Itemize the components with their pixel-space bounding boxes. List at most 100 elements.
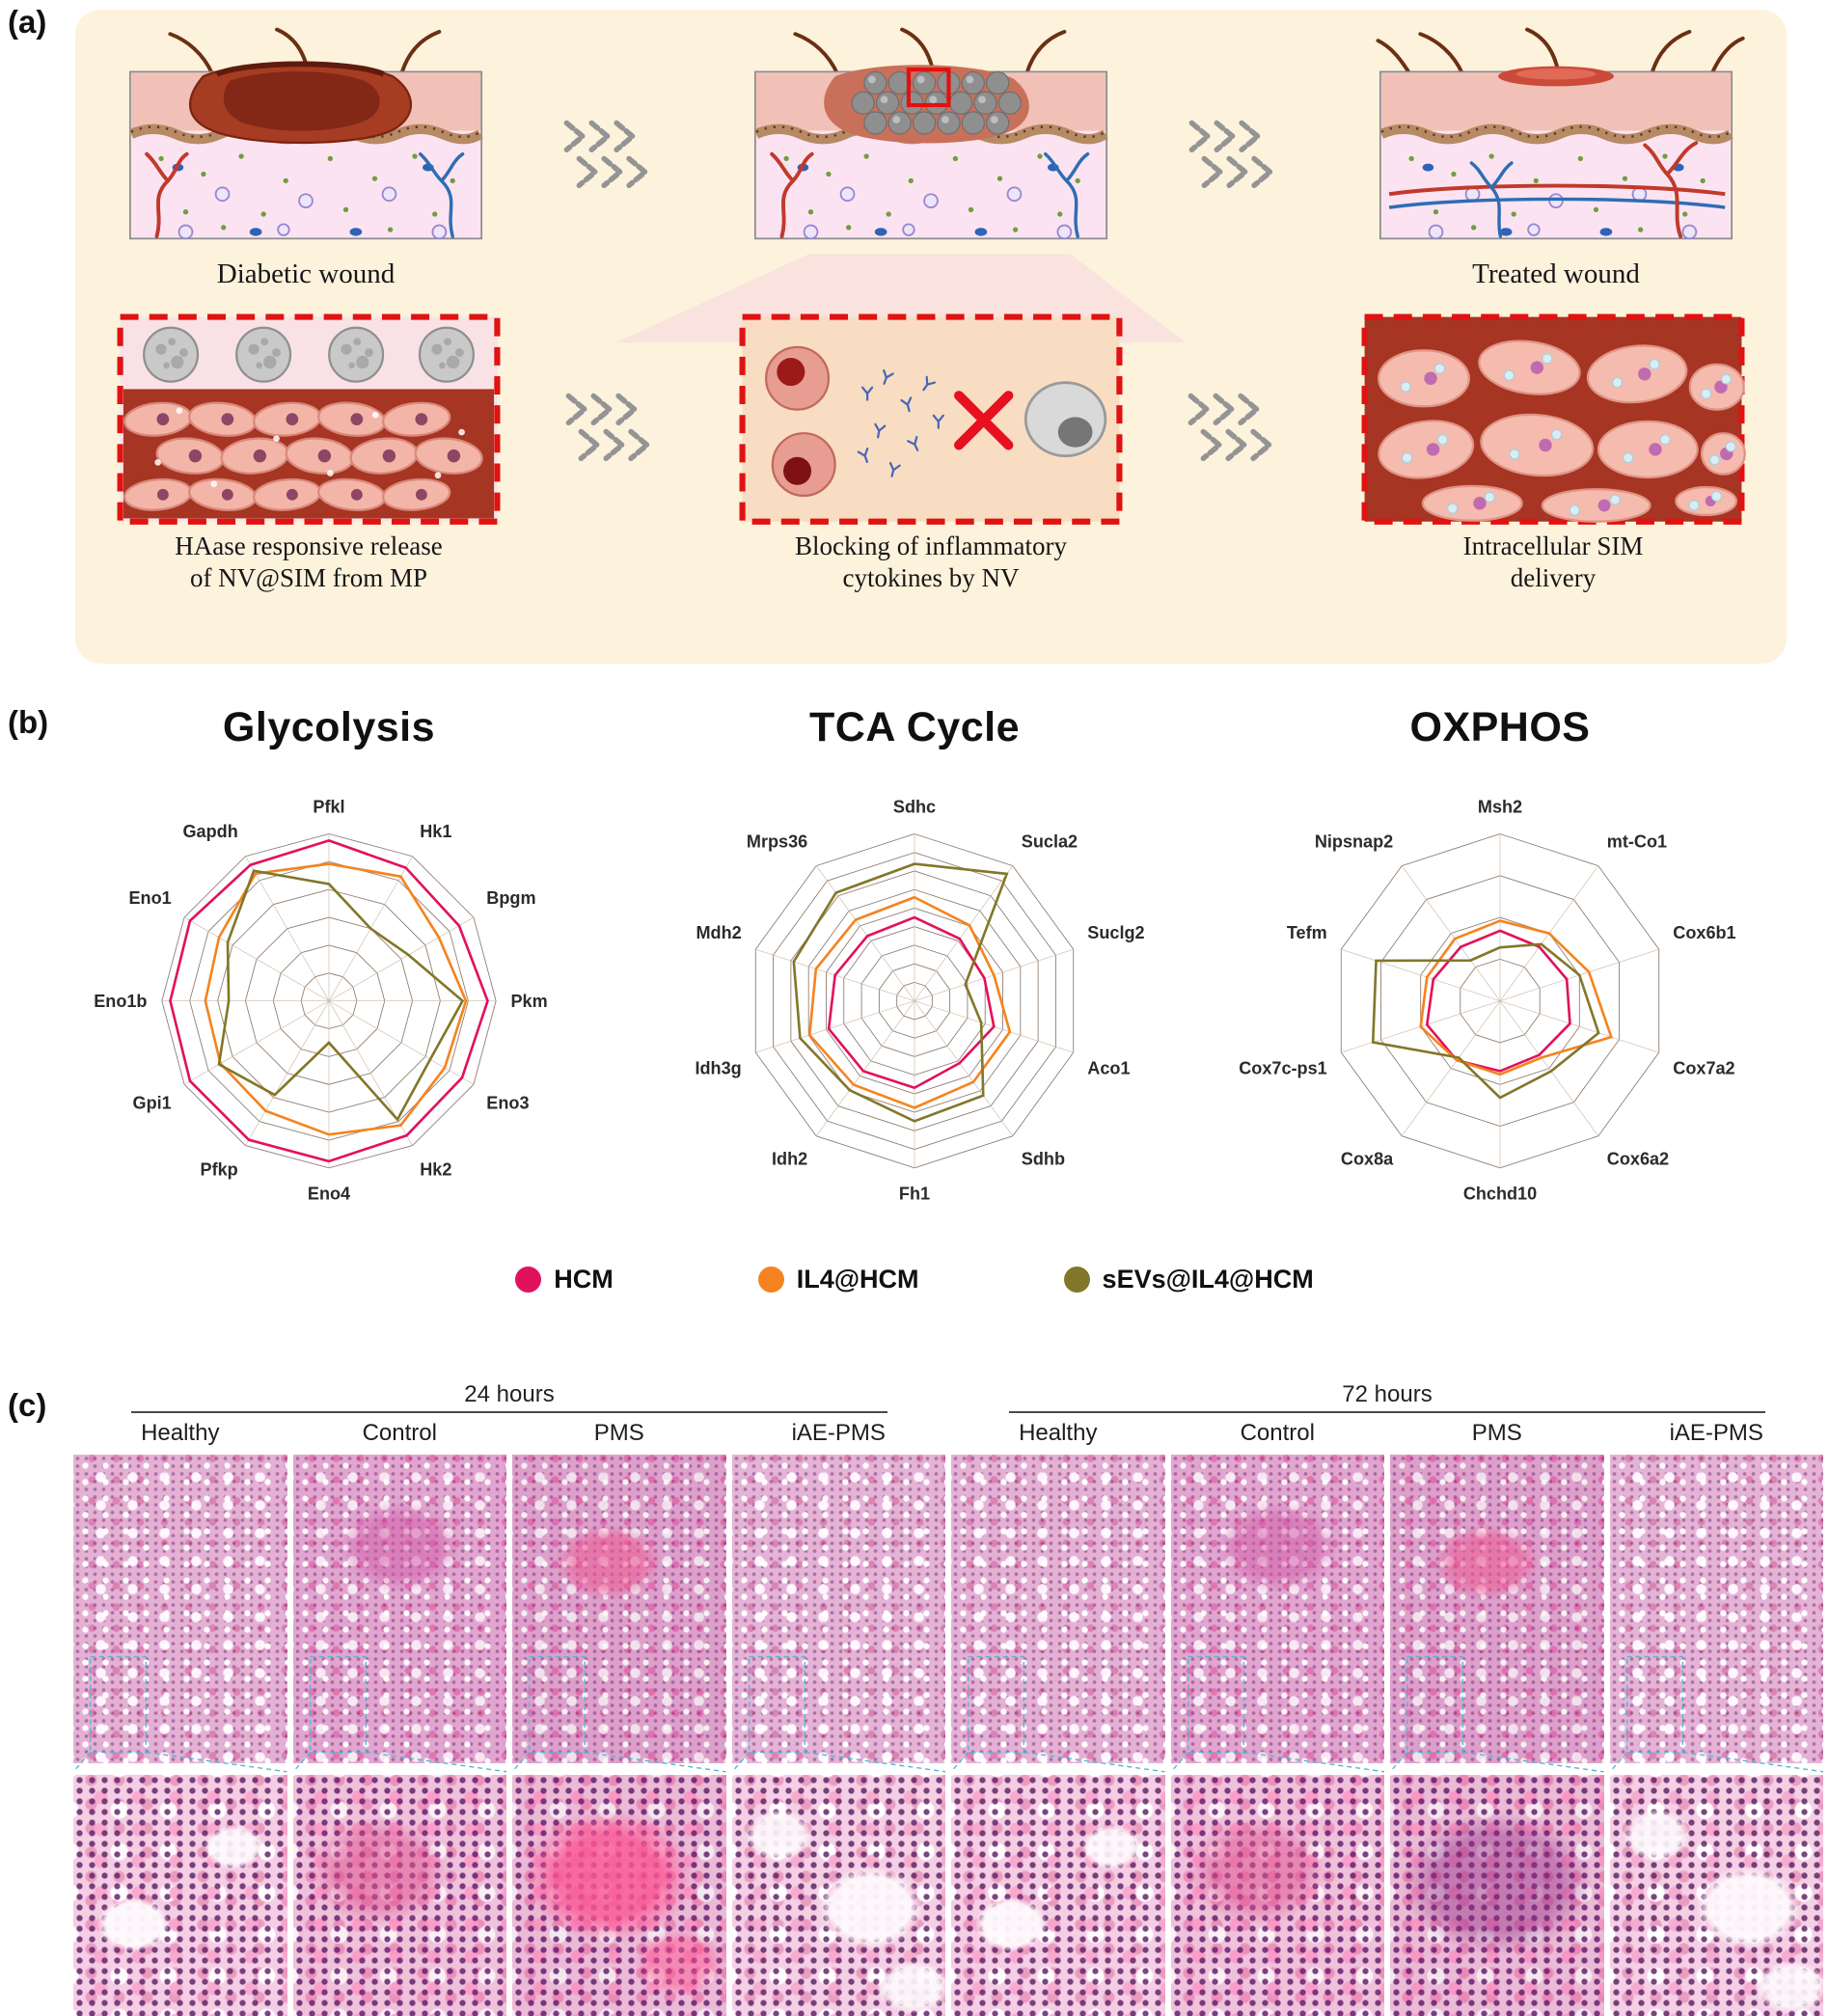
radar-axis-line [815,865,915,1001]
panel-a-schematic: (a) Diabetic wound [0,0,1829,675]
diabetic-wound-illustration [117,27,495,259]
histology-column-label: PMS [1471,1420,1522,1446]
microparticle-icon [143,326,475,383]
radar-axis-line [914,1000,1014,1136]
radar-axis-label: Sdhb [1022,1150,1065,1169]
histology-column [1609,1455,1823,2016]
legend-color-dot [757,1267,784,1294]
radar-axis-label: Hk2 [420,1159,451,1179]
histology-column [731,1455,945,2016]
time-group-label: 72 hours [1342,1381,1433,1407]
radar-plot: PfklHk1BpgmPkmEno3Hk2Eno4PfkpGpi1Eno1bEn… [94,798,547,1204]
histology-image-high-mag [73,1775,287,2016]
tissue-cells [123,401,483,512]
histology-image-high-mag [1609,1775,1823,2016]
zoom-region-box [906,68,951,108]
histology-column-label: Healthy [1019,1420,1098,1446]
histology-image-low-mag [1170,1455,1384,1763]
histology-image-low-mag [292,1455,506,1763]
histology-column-label: Healthy [141,1420,220,1446]
radar-axis-label: Hk1 [420,822,451,841]
radar-chart-title: TCA Cycle [809,704,1020,750]
process-caption-line-1: Blocking of inflammatory [795,531,1067,561]
radar-series-sEVs@IL4@HCM [1371,942,1600,1100]
radar-axis-line [328,916,475,1001]
histology-group-headers: 24 hours 72 hours [73,1381,1823,1413]
process-caption-line-1: Intracellular SIM [1462,531,1644,561]
radar-axis-line [328,1000,475,1085]
radar-chart-title: Glycolysis [222,704,436,750]
histology-column-label: iAE-PMS [1669,1420,1763,1446]
radar-axis-line [245,856,330,1001]
radar-axis-label: Mrps36 [747,832,807,852]
process-cytokine-blocking: Blocking of inflammatory cytokines by NV [721,312,1141,594]
time-group-header: 72 hours [951,1381,1823,1413]
wound-stages-row: Diabetic wound [98,25,1763,290]
radar-series-HCM [169,839,489,1163]
flow-arrow-icon [563,120,648,189]
histology-image-low-mag [951,1455,1165,1763]
radar-axis-label: Chchd10 [1463,1185,1537,1204]
panel-c-label: (c) [8,1387,47,1423]
radar-axis-label: Msh2 [1478,798,1522,817]
histology-image-high-mag [1390,1775,1604,2016]
haase-release-illustration [117,313,501,525]
radar-axis-label: Gapdh [182,822,237,841]
histology-column-label: Control [362,1420,437,1446]
radar-axis-label: Cox7c-ps1 [1239,1058,1326,1077]
radar-axis-label: mt-Co1 [1607,832,1667,852]
radar-axis-label: Mdh2 [696,923,741,942]
panel-a-background: Diabetic wound [75,10,1787,664]
radar-axis-line [1499,1000,1599,1136]
radar-series-sEVs@IL4@HCM [792,862,1009,1123]
radar-axis-label: Eno3 [486,1093,529,1112]
radar-axis-label: Sucla2 [1022,832,1078,852]
radar-axis-label: Fh1 [899,1185,930,1204]
legend-color-dot [515,1267,542,1294]
radar-series-IL4@HCM [807,895,1012,1109]
histology-image-low-mag [512,1455,726,1763]
radar-axis-label: Pfkl [313,798,344,817]
radar-series-HCM [1425,929,1571,1073]
process-caption-line-2: delivery [1510,563,1597,593]
panel-b-label: (b) [8,704,49,740]
legend-color-dot [1063,1267,1090,1294]
time-group-header: 24 hours [73,1381,945,1413]
histology-column [292,1455,506,2016]
radar-axis-line [755,1000,915,1053]
histology-image-high-mag [951,1775,1165,2016]
released-nanovesicles [154,407,465,488]
histology-image-low-mag [1390,1455,1604,1763]
histology-image-high-mag [292,1775,506,2016]
histology-column [1390,1455,1604,2016]
stage-caption: Diabetic wound [216,259,396,290]
histology-column [512,1455,726,2016]
histology-image-low-mag [731,1455,945,1763]
process-caption: Blocking of inflammatory cytokines by NV [721,531,1141,594]
sim-delivery-illustration [1361,313,1746,525]
radar-axis-label: Pfkp [201,1159,238,1179]
histology-column [73,1455,287,2016]
radar-axis-label: Cox6a2 [1607,1150,1669,1169]
radar-axis-label: Cox8a [1341,1150,1394,1169]
radar-axis-label: Tefm [1287,923,1327,942]
radar-axis-label: Aco1 [1087,1058,1130,1077]
radar-axis-line [1401,1000,1501,1136]
radar-series-sEVs@IL4@HCM [217,869,465,1122]
flow-arrow-icon [565,393,649,462]
histology-image-low-mag [73,1455,287,1763]
time-group-rule [131,1411,887,1413]
radar-axis-label: Nipsnap2 [1315,832,1393,852]
stage-treated-wound: Treated wound [1349,25,1763,290]
stage-treated-particles [723,25,1138,259]
radar-axis-label: Idh2 [772,1150,807,1169]
particle-highlights [867,75,998,123]
histology-column-label: PMS [593,1420,644,1446]
radar-axis-label: Cox6b1 [1673,923,1735,942]
radar-axis-label: Idh3g [695,1058,741,1077]
time-group-rule [1009,1411,1765,1413]
